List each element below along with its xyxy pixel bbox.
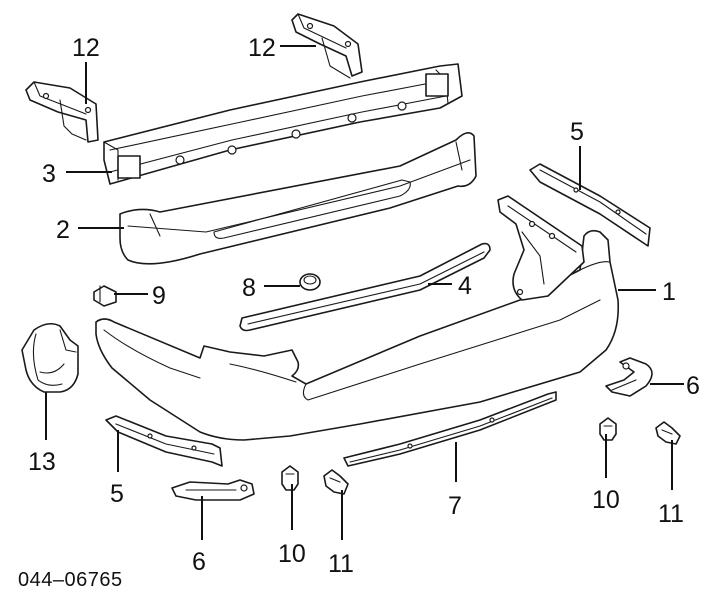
part-12-left-bracket	[25, 81, 99, 143]
callout-2: 2	[56, 216, 70, 244]
part-6-bottom-bracket	[171, 479, 255, 501]
callout-12-left: 12	[72, 34, 100, 62]
callout-10-bottom: 10	[278, 540, 306, 568]
callout-3: 3	[42, 160, 56, 188]
callout-12-right: 12	[248, 34, 276, 62]
callout-11-bottom: 11	[328, 550, 354, 578]
leader-lines	[45, 45, 684, 540]
callout-labels: 12 12 3 2 5 1 4 8 9 13 6 5 7 10 11 6 10 …	[28, 34, 700, 578]
part-7-lower-molding	[343, 391, 557, 467]
callout-7: 7	[448, 492, 462, 520]
callout-5-bottom: 5	[110, 480, 124, 508]
part-11-clip-bottom	[323, 469, 349, 495]
part-5-top-retainer	[529, 163, 651, 247]
callout-5-top: 5	[570, 118, 584, 146]
part-9-retainer	[93, 285, 117, 307]
part-10-clip-bottom	[281, 465, 299, 491]
part-12-right-bracket	[291, 13, 363, 79]
callout-13: 13	[28, 448, 56, 476]
part-11-clip-right	[655, 421, 681, 445]
callout-6-right: 6	[686, 372, 700, 400]
part-3-reinforcement	[103, 63, 463, 185]
callout-11-right: 11	[658, 500, 684, 528]
callout-9: 9	[152, 282, 166, 310]
part-1-bumper-cover	[95, 195, 620, 441]
callout-10-right: 10	[592, 486, 620, 514]
diagram-code: 044–06765	[18, 569, 123, 591]
part-8-clip	[299, 273, 321, 291]
callout-4: 4	[458, 272, 472, 300]
part-5-bottom-retainer	[105, 415, 223, 467]
part-6-right-bracket	[605, 357, 653, 397]
part-2-absorber	[119, 132, 477, 265]
part-4-molding-strip	[239, 242, 491, 332]
callout-8: 8	[242, 274, 256, 302]
callout-6-bottom: 6	[192, 548, 206, 576]
part-10-clip-right	[599, 417, 617, 441]
part-13-mud-guard	[21, 322, 79, 393]
callout-1: 1	[662, 278, 676, 306]
